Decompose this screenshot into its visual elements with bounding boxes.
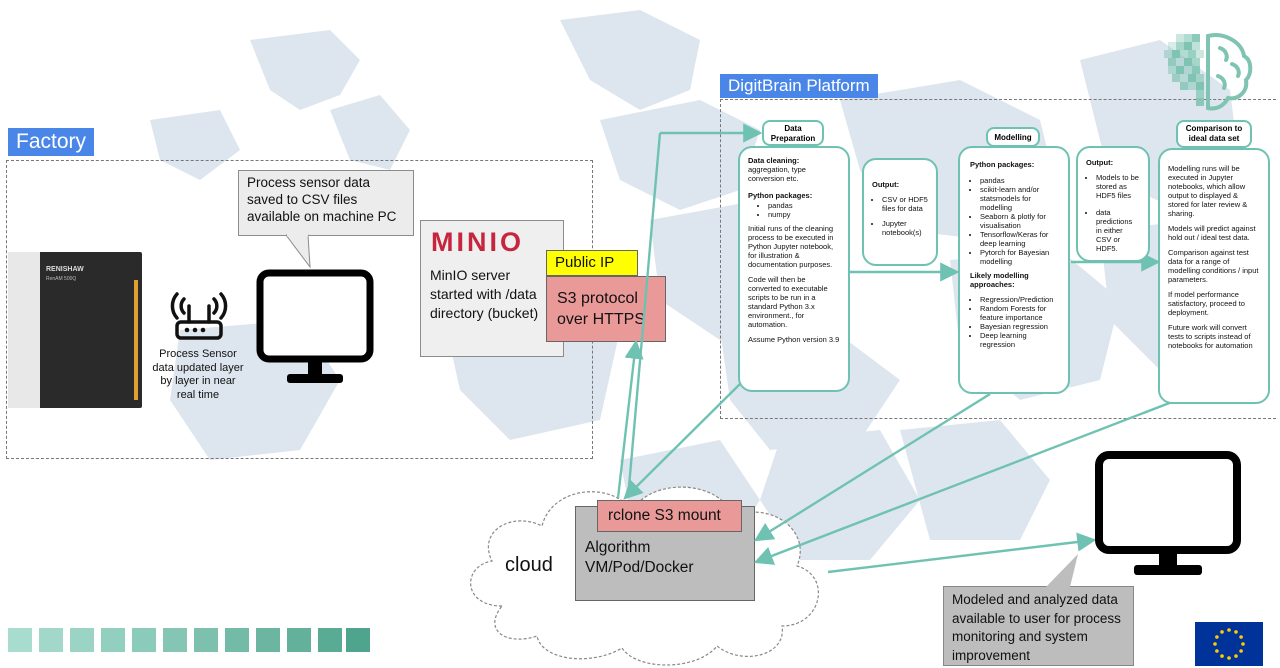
modelling-approaches-title: Likely modelling approaches: (970, 271, 1029, 289)
modelling-approach-item: Random Forests for feature importance (980, 304, 1058, 322)
decorative-squares (8, 628, 370, 652)
output-1-list: CSV or HDF5 files for data Jupyter noteb… (872, 195, 928, 237)
data-prep-box: Data cleaning: aggregation, type convers… (738, 146, 850, 392)
prep-para-2: Code will then be converted to executabl… (748, 275, 828, 329)
deco-square (132, 628, 156, 652)
output-2-list: Models to be stored as HDF5 files data p… (1086, 173, 1140, 253)
router-icon (170, 292, 228, 340)
output-2-item: Models to be stored as HDF5 files (1096, 173, 1140, 200)
output-1-box: Output: CSV or HDF5 files for data Jupyt… (862, 158, 938, 266)
comparison-box: Modelling runs will be executed in Jupyt… (1158, 148, 1270, 404)
modelling-package-item: scikit-learn and/or statsmodels for mode… (980, 185, 1058, 212)
deco-square (70, 628, 94, 652)
deco-square (163, 628, 187, 652)
modelling-package-item: Seaborn & plotly for visualisation (980, 212, 1058, 230)
data-prep-header: Data Preparation (762, 120, 824, 146)
eu-star (1215, 635, 1219, 639)
sensor-csv-callout: Process sensor data saved to CSV files a… (238, 170, 414, 236)
modelling-package-item: pandas (980, 176, 1058, 185)
comparison-para: If model performance satisfactory, proce… (1168, 290, 1245, 317)
cleaning-title: Data cleaning: (748, 156, 800, 165)
prep-packages-list: pandas numpy (748, 201, 840, 219)
callout-pointer (286, 234, 311, 269)
output-1-item: Jupyter notebook(s) (882, 219, 928, 237)
brain-icon (1164, 33, 1253, 111)
platform-tag: DigitBrain Platform (720, 74, 878, 98)
user-callout-pointer (1046, 554, 1078, 587)
prep-para-3: Assume Python version 3.9 (748, 335, 840, 344)
deco-square (287, 628, 311, 652)
output-1-item: CSV or HDF5 files for data (882, 195, 928, 213)
machine-left-panel (8, 252, 40, 408)
prep-packages-title: Python packages: (748, 191, 813, 200)
modelling-package-item: Pytorch for Bayesian modelling (980, 248, 1058, 266)
3d-printer-machine: RENISHAW RenAM 500Q (8, 252, 142, 408)
modelling-approaches-list: Regression/Prediction Random Forests for… (970, 295, 1058, 349)
eu-star (1239, 649, 1243, 653)
factory-tag: Factory (8, 128, 95, 156)
platform-boundary (720, 99, 1276, 419)
deco-square (101, 628, 125, 652)
eu-star (1227, 628, 1231, 632)
sensor-label: Process Sensor data updated layer by lay… (152, 348, 244, 401)
eu-star (1215, 649, 1219, 653)
prep-package-item: pandas (768, 201, 840, 210)
machine-accent-strip (134, 280, 138, 400)
output-2-item: data predictions in either CSV or HDF5. (1096, 208, 1140, 253)
output-2-box: Output: Models to be stored as HDF5 file… (1076, 146, 1150, 262)
cleaning-text: aggregation, type conversion etc. (748, 165, 806, 183)
prep-package-item: numpy (768, 210, 840, 219)
deco-square (8, 628, 32, 652)
minio-server-text: MinIO server started with /data director… (430, 267, 539, 321)
deco-square (39, 628, 63, 652)
machine-model: RenAM 500Q (46, 276, 77, 282)
eu-star (1234, 654, 1238, 658)
eu-star (1220, 630, 1224, 634)
output-2-title: Output: (1086, 158, 1114, 167)
user-data-callout: Modeled and analyzed data available to u… (943, 586, 1134, 666)
eu-flag-icon (1195, 622, 1263, 666)
minio-logo: MINIO (431, 227, 524, 257)
algorithm-label: Algorithm VM/Pod/Docker (585, 539, 694, 576)
modelling-header: Modelling (986, 127, 1040, 147)
eu-star (1239, 635, 1243, 639)
deco-square (346, 628, 370, 652)
modelling-packages-list: pandas scikit-learn and/or statsmodels f… (970, 176, 1058, 266)
machine-brand: RENISHAW (46, 266, 84, 273)
comparison-para: Models will predict against hold out / i… (1168, 224, 1256, 242)
output-1-title: Output: (872, 180, 900, 189)
public-ip-label: Public IP (546, 250, 638, 276)
deco-square (225, 628, 249, 652)
comparison-para: Future work will convert tests to script… (1168, 323, 1253, 350)
modelling-packages-title: Python packages: (970, 160, 1035, 169)
eu-star (1213, 642, 1217, 646)
rclone-mount-box: rclone S3 mount (597, 500, 742, 532)
deco-square (256, 628, 280, 652)
deco-square (318, 628, 342, 652)
modelling-box: Python packages: pandas scikit-learn and… (958, 146, 1070, 394)
comparison-para: Comparison against test data for a range… (1168, 248, 1259, 284)
comparison-para: Modelling runs will be executed in Jupyt… (1168, 164, 1248, 218)
cloud-label: cloud (505, 554, 553, 576)
modelling-approach-item: Bayesian regression (980, 322, 1058, 331)
modelling-package-item: Tensorflow/Keras for deep learning (980, 230, 1058, 248)
minio-server-box: MINIO MinIO server started with /data di… (420, 220, 564, 357)
eu-star (1227, 656, 1231, 660)
eu-star (1234, 630, 1238, 634)
deco-square (194, 628, 218, 652)
monitor-icon (256, 269, 374, 383)
user-data-text: Modeled and analyzed data available to u… (952, 592, 1121, 663)
comparison-header: Comparison to ideal data set (1176, 120, 1252, 148)
eu-star (1220, 654, 1224, 658)
eu-star (1241, 642, 1245, 646)
user-monitor-icon (1095, 451, 1241, 575)
prep-para-1: Initial runs of the cleaning process to … (748, 224, 834, 269)
modelling-approach-item: Regression/Prediction (980, 295, 1058, 304)
modelling-approach-item: Deep learning regression (980, 331, 1058, 349)
